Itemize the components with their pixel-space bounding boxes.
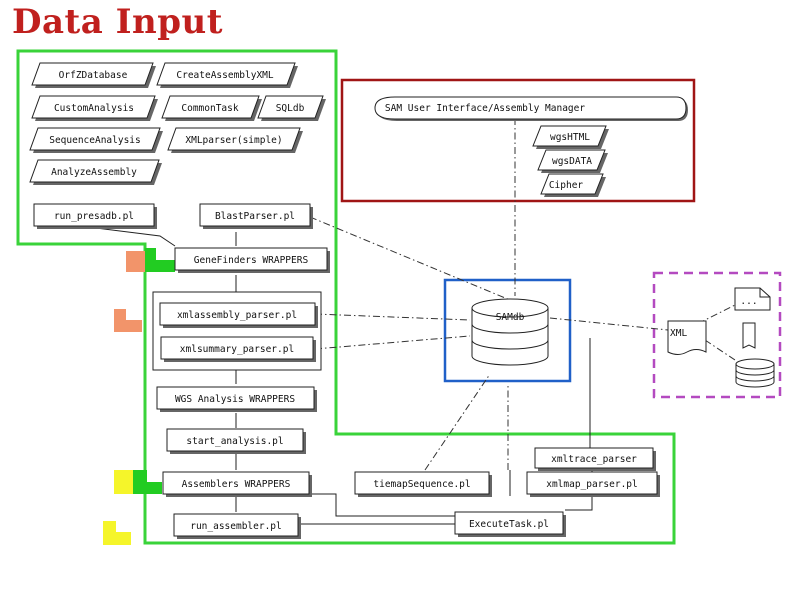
module-common-task: CommonTask (161, 95, 262, 121)
svg-text:Assemblers WRAPPERS: Assemblers WRAPPERS (182, 479, 291, 490)
svg-text:run_assembler.pl: run_assembler.pl (190, 521, 282, 532)
svg-text:tiemapSequence.pl: tiemapSequence.pl (373, 479, 470, 490)
script-run-assembler: run_assembler.pl (173, 513, 301, 539)
svg-text:XML: XML (670, 328, 687, 339)
svg-text:SAMdb: SAMdb (496, 312, 525, 323)
script-start-analysis: start_analysis.pl (166, 428, 306, 454)
script-tiemap-sequence: tiemapSequence.pl (354, 471, 492, 497)
svg-text:XMLparser(simple): XMLparser(simple) (185, 135, 282, 146)
svg-text:xmlassembly_parser.pl: xmlassembly_parser.pl (177, 310, 297, 321)
svg-text:xmltrace_parser: xmltrace_parser (551, 454, 637, 465)
svg-text:...: ... (740, 296, 757, 307)
svg-text:CommonTask: CommonTask (181, 103, 238, 114)
svg-text:xmlsummary_parser.pl: xmlsummary_parser.pl (180, 344, 294, 355)
samdb-database-icon: SAMdb (471, 298, 549, 366)
xml-document-icon: XML (667, 320, 707, 355)
script-blast-parser: BlastParser.pl (199, 203, 313, 229)
external-database-icon (735, 358, 775, 388)
svg-text:OrfZDatabase: OrfZDatabase (59, 70, 128, 81)
module-sql-db: SQLdb (257, 95, 326, 121)
script-execute-task: ExecuteTask.pl (454, 511, 566, 537)
module-create-assembly-xml: CreateAssemblyXML (156, 62, 298, 88)
script-wgs-analysis-wrappers: WGS Analysis WRAPPERS (156, 386, 317, 412)
script-xmlmap-parser: xmlmap_parser.pl (526, 471, 660, 497)
module-orf-z-database: OrfZDatabase (31, 62, 156, 88)
svg-text:run_presadb.pl: run_presadb.pl (54, 211, 134, 222)
green-region-outline (16, 49, 676, 545)
svg-text:SequenceAnalysis: SequenceAnalysis (49, 135, 141, 146)
svg-text:xmlmap_parser.pl: xmlmap_parser.pl (546, 479, 638, 490)
svg-text:SQLdb: SQLdb (276, 103, 305, 114)
sam-user-interface: SAM User Interface/Assembly Manager (374, 96, 688, 121)
svg-text:start_analysis.pl: start_analysis.pl (186, 436, 283, 447)
output-wgs-data: wgsDATA (537, 149, 608, 173)
bookmark-icon (742, 322, 756, 349)
script-assemblers-wrappers: Assemblers WRAPPERS (162, 471, 312, 497)
red-region-outline (340, 78, 696, 203)
svg-text:CreateAssemblyXML: CreateAssemblyXML (176, 70, 274, 81)
page-title: Data Input (12, 2, 223, 42)
module-analyze-assembly: AnalyzeAssembly (29, 159, 162, 185)
svg-text:GeneFinders WRAPPERS: GeneFinders WRAPPERS (194, 255, 309, 266)
step-marker-xml-parsers (114, 309, 142, 332)
script-xmltrace-parser: xmltrace_parser (534, 447, 656, 471)
module-sequence-analysis: SequenceAnalysis (29, 127, 163, 153)
svg-text:wgsDATA: wgsDATA (552, 156, 592, 167)
step-marker-run-assembler (103, 521, 131, 545)
script-xmlassembly-parser: xmlassembly_parser.pl (159, 302, 318, 328)
module-xml-parser-simple: XMLparser(simple) (167, 127, 303, 153)
svg-text:SAM User Interface/Assembly Ma: SAM User Interface/Assembly Manager (385, 103, 585, 114)
step-marker-assemblers (114, 470, 162, 494)
svg-text:ExecuteTask.pl: ExecuteTask.pl (469, 519, 549, 530)
script-gene-finders-wrappers: GeneFinders WRAPPERS (174, 247, 330, 273)
output-wgs-html: wgsHTML (532, 125, 609, 149)
svg-text:WGS Analysis WRAPPERS: WGS Analysis WRAPPERS (175, 394, 295, 405)
script-xmlsummary-parser: xmlsummary_parser.pl (160, 336, 316, 362)
output-cipher: Cipher (540, 173, 606, 197)
svg-text:CustomAnalysis: CustomAnalysis (54, 103, 134, 114)
script-run-presadb: run_presadb.pl (33, 203, 157, 229)
svg-text:Cipher: Cipher (549, 180, 584, 191)
svg-text:wgsHTML: wgsHTML (550, 132, 590, 143)
blue-region-outline (443, 278, 572, 383)
svg-text:BlastParser.pl: BlastParser.pl (215, 211, 295, 222)
more-inputs-document-icon: ... (734, 287, 771, 311)
purple-region-outline (652, 271, 782, 399)
svg-text:AnalyzeAssembly: AnalyzeAssembly (51, 167, 137, 178)
step-marker-gene-finders (126, 248, 175, 272)
module-custom-analysis: CustomAnalysis (31, 95, 158, 121)
